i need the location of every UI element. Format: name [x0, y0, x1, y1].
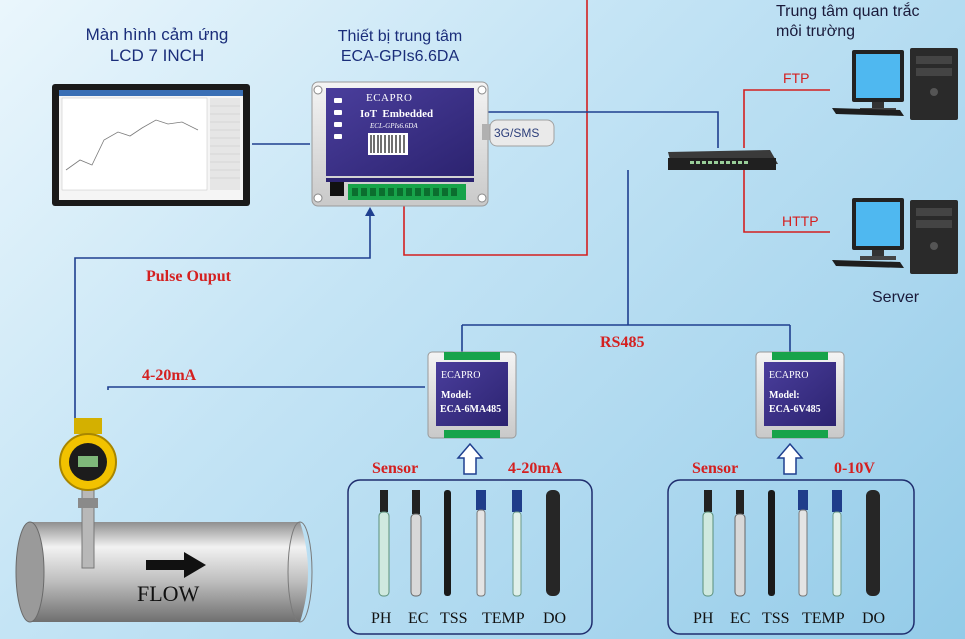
module-right-model: ECA-6V485 [769, 404, 821, 415]
current-line [107, 386, 425, 390]
flow-meter [59, 418, 117, 569]
computer-monitor-center [832, 48, 958, 120]
modem-label: 3G/SMS [494, 126, 540, 140]
sensor-left-title: Sensor [372, 460, 419, 477]
lcd-title: Màn hình cảm ứng LCD 7 INCH [52, 24, 262, 66]
sensor-left-signal: 4-20mA [508, 460, 563, 477]
sensor-left-name-ec: EC [408, 610, 429, 627]
network-switch [668, 150, 778, 170]
sensor-group-right-frame [667, 479, 915, 635]
sensor-right-name-do: DO [862, 610, 886, 627]
lcd-title-line1: Màn hình cảm ứng [85, 25, 229, 44]
switch-to-http-line [743, 170, 830, 233]
arrow-up-right [776, 442, 804, 475]
hub-title-line1: Thiết bị trung tâm [337, 28, 463, 45]
sensor-left-name-ph: PH [371, 610, 392, 627]
hub-to-switch-line [488, 111, 719, 148]
monitor-center-title: Trung tâm quan trắc môi trường [776, 2, 919, 42]
sensor-right-name-temp: TEMP [802, 610, 845, 627]
sensor-probes-left [378, 490, 560, 597]
sensor-right-signal: 0-10V [834, 460, 875, 477]
pulse-arrow-head [365, 207, 375, 216]
sensor-probes-right [702, 490, 880, 597]
pulse-output-label: Pulse Ouput [146, 268, 231, 285]
lcd-monitor [52, 84, 250, 206]
server-label: Server [872, 289, 920, 306]
hub-model: ECL-GPIs6.6DA [370, 122, 418, 130]
pulse-output-line [74, 215, 371, 420]
module-left-model-label: Model: [441, 390, 472, 401]
rs485-label: RS485 [600, 334, 645, 351]
sensor-left-name-do: DO [543, 610, 567, 627]
sensor-right-title: Sensor [692, 460, 739, 477]
red-line-top [403, 0, 588, 256]
hub-brand: ECAPRO [366, 92, 413, 104]
sensor-left-name-temp: TEMP [482, 610, 525, 627]
sensor-left-name-tss: TSS [440, 610, 468, 627]
ftp-label: FTP [783, 70, 810, 86]
sensor-group-left-frame [347, 479, 593, 635]
monitor-center-title-line2: môi trường [776, 23, 855, 40]
switch-to-ftp-line [743, 89, 830, 148]
hub-title: Thiết bị trung tâm ECA-GPIs6.6DA [290, 27, 510, 67]
hub-label: IoT Embedded [360, 108, 434, 120]
current-label: 4-20mA [142, 367, 197, 384]
module-left-model: ECA-6MA485 [440, 404, 502, 415]
hub-barcode [368, 133, 408, 155]
arrow-up-left [456, 442, 484, 475]
monitor-center-title-line1: Trung tâm quan trắc [776, 3, 920, 20]
usb-modem [482, 119, 555, 147]
module-right-brand: ECAPRO [769, 370, 809, 381]
module-eca-6v485 [755, 351, 845, 439]
server-computer [832, 198, 958, 274]
flow-arrow-icon [146, 552, 206, 578]
module-eca-6ma485 [427, 351, 517, 439]
connection-lines [74, 0, 830, 420]
sensor-right-name-tss: TSS [762, 610, 790, 627]
module-right-model-label: Model: [769, 390, 800, 401]
hub-title-line2: ECA-GPIs6.6DA [340, 48, 460, 65]
module-left-brand: ECAPRO [441, 370, 481, 381]
flow-pipe [15, 521, 313, 623]
sensor-right-name-ec: EC [730, 610, 751, 627]
flow-label: FLOW [137, 581, 200, 606]
hub-device [311, 81, 489, 207]
http-label: HTTP [782, 213, 819, 229]
sensor-right-name-ph: PH [693, 610, 714, 627]
lcd-title-line2: LCD 7 INCH [109, 46, 205, 65]
